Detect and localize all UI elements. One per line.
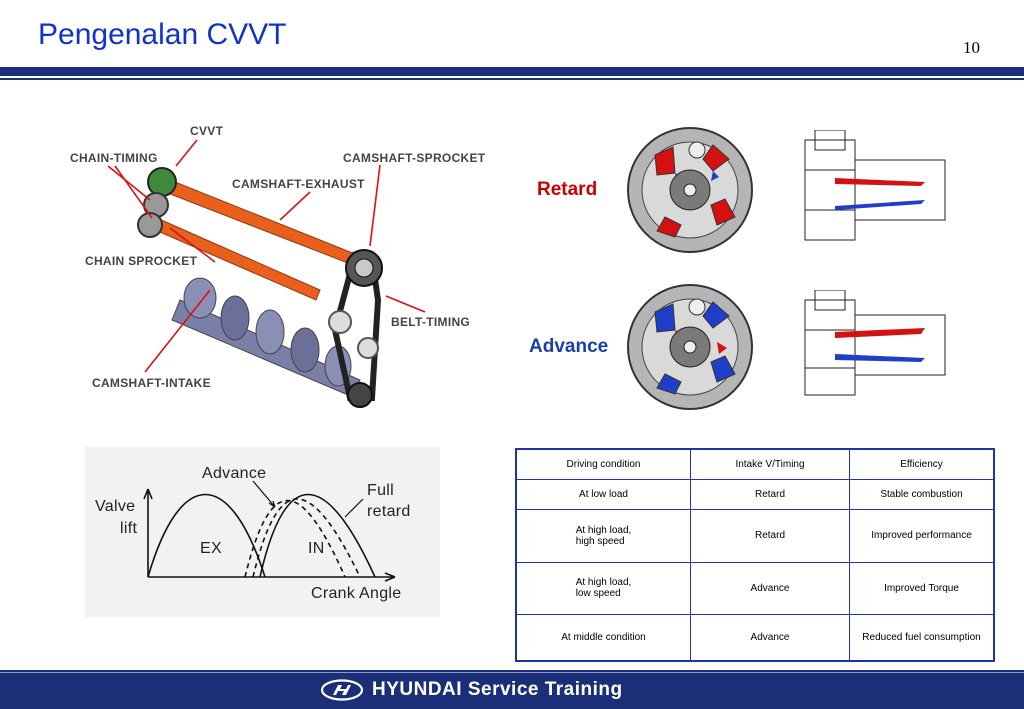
footer-brand: HYUNDAI Service Training — [320, 679, 623, 701]
table-header-cell: Efficiency — [849, 448, 995, 480]
graph-ex-label: EX — [200, 540, 222, 557]
footer-bar: HYUNDAI Service Training — [0, 670, 1024, 709]
graph-advance-label: Advance — [202, 465, 267, 482]
table-cell-efficiency: Stable combustion — [849, 478, 995, 511]
header-bar — [0, 67, 1024, 76]
graph-in-label: IN — [308, 540, 325, 557]
page-title: Pengenalan CVVT — [38, 18, 287, 51]
table-cell-efficiency: Improved Torque — [849, 561, 995, 616]
table-cell-efficiency: Improved performance — [849, 509, 995, 563]
label-advance: Advance — [529, 336, 609, 357]
label-camshaft-sprocket: CAMSHAFT-SPROCKET — [343, 151, 486, 165]
condition-line-1: At high load, — [575, 524, 632, 536]
cross-section-advance — [804, 290, 946, 396]
page-number: 10 — [963, 38, 980, 57]
table-cell-timing: Advance — [690, 614, 850, 662]
condition-line-2: low speed — [575, 588, 621, 600]
graph-y-label-2: lift — [120, 520, 138, 537]
graph-retard-label: retard — [367, 503, 411, 520]
table-row: At middle condition Advance Reduced fuel… — [515, 614, 995, 662]
phaser-retard-diagram — [627, 127, 753, 253]
label-retard: Retard — [537, 179, 598, 200]
label-belt-timing: BELT-TIMING — [391, 315, 471, 329]
table-cell-condition: At high load,low speed — [515, 561, 691, 616]
table-cell-timing: Advance — [690, 561, 850, 616]
table-cell-timing: Retard — [690, 478, 850, 511]
label-chain-sprocket: CHAIN SPROCKET — [85, 254, 198, 268]
crankshaft-shape — [171, 277, 361, 399]
condition-line-2: high speed — [575, 535, 625, 547]
table-row: At high load,low speed Advance Improved … — [515, 561, 995, 616]
valve-lift-graph — [85, 447, 440, 617]
chain-sprocket-lower — [137, 212, 163, 238]
cvvt-gear — [147, 167, 177, 197]
table-header-row: Driving condition Intake V/Timing Effici… — [515, 448, 995, 480]
ex-curve — [147, 493, 266, 578]
idler-pulley — [328, 310, 352, 334]
graph-full-label: Full — [367, 482, 394, 499]
tensioner-pulley — [357, 337, 379, 359]
label-camshaft-intake: CAMSHAFT-INTAKE — [92, 376, 211, 390]
condition-line-1: At high load, — [575, 577, 632, 589]
table-cell-condition: At high load,high speed — [515, 509, 691, 563]
table-header-cell: Driving condition — [515, 448, 691, 480]
label-chain-timing: CHAIN-TIMING — [70, 151, 158, 165]
in-curve — [259, 493, 376, 578]
table-cell-efficiency: Reduced fuel consumption — [849, 614, 995, 662]
table-cell-timing: Retard — [690, 509, 850, 563]
engine-illustration — [107, 139, 426, 408]
footer-brand-text: HYUNDAI Service Training — [372, 679, 623, 700]
header-bar-thin — [0, 78, 1024, 80]
table-row: At high load,high speed Retard Improved … — [515, 509, 995, 563]
crank-pulley — [347, 382, 373, 408]
table-cell-condition: At middle condition — [515, 614, 691, 662]
phaser-advance-diagram — [627, 284, 753, 410]
table-header-cell: Intake V/Timing — [690, 448, 850, 480]
graph-y-label-1: Valve — [95, 498, 136, 515]
label-camshaft-exhaust: CAMSHAFT-EXHAUST — [232, 177, 365, 191]
table-cell-condition: At low load — [515, 478, 691, 511]
table-row: At low load Retard Stable combustion — [515, 478, 995, 511]
hyundai-logo-icon — [320, 679, 364, 701]
label-cvvt: CVVT — [190, 124, 224, 138]
cross-section-retard — [804, 130, 946, 241]
driving-condition-table: Driving condition Intake V/Timing Effici… — [515, 448, 995, 662]
graph-x-label: Crank Angle — [311, 585, 402, 602]
